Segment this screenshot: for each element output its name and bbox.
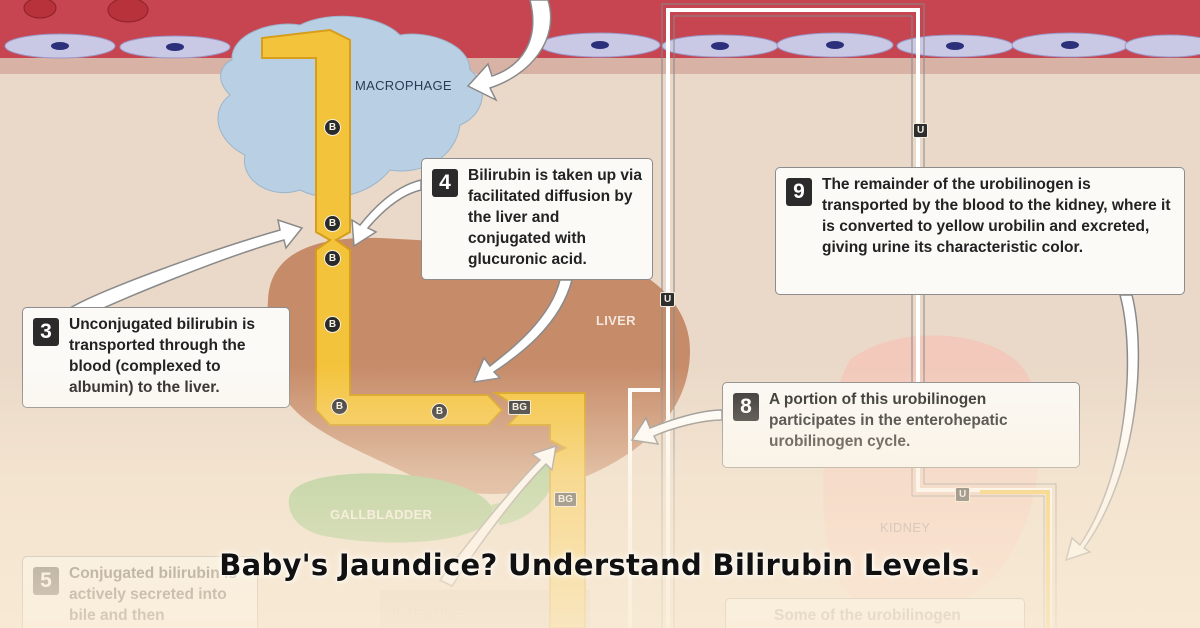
step-number: 9 — [786, 178, 812, 206]
urobilinogen-marker: U — [955, 487, 971, 502]
step-text: The remainder of the urobilinogen is tra… — [822, 176, 1171, 256]
red-blood-cell — [107, 0, 149, 23]
step-text: Unconjugated bilirubin is transported th… — [69, 316, 255, 396]
headline: Baby's Jaundice? Understand Bilirubin Le… — [219, 548, 981, 582]
bilirubin-marker: B — [324, 250, 341, 267]
step-text: Bilirubin is taken up via facilitated di… — [468, 167, 642, 268]
bilirubin-glucuronide-marker: BG — [508, 400, 531, 415]
liver-label: LIVER — [596, 313, 636, 328]
gallbladder-label: GALLBLADDER — [330, 507, 433, 522]
bilirubin-marker: B — [324, 316, 341, 333]
endothelial-cell — [1124, 34, 1200, 58]
urobilinogen-marker: U — [913, 123, 929, 138]
step-number: 4 — [432, 169, 458, 197]
callout-step-4: 4 Bilirubin is taken up via facilitated … — [421, 158, 653, 280]
intestine-label: INTESTINE — [392, 606, 463, 621]
bilirubin-marker: B — [431, 403, 448, 420]
callout-step-9: 9 The remainder of the urobilinogen is t… — [775, 167, 1185, 295]
callout-step-3: 3 Unconjugated bilirubin is transported … — [22, 307, 290, 408]
callout-step-8: 8 A portion of this urobilinogen partici… — [722, 382, 1080, 468]
step-number: 3 — [33, 318, 59, 346]
urobilinogen-marker: U — [660, 292, 676, 307]
bilirubin-marker: B — [324, 215, 341, 232]
bilirubin-marker: B — [331, 398, 348, 415]
bilirubin-glucuronide-marker: BG — [554, 492, 577, 507]
step-text: A portion of this urobilinogen participa… — [769, 391, 1008, 450]
step-text: Some of the urobilinogen — [774, 607, 961, 624]
callout-bottom: Some of the urobilinogen — [725, 598, 1025, 628]
vessel-wall — [0, 58, 1200, 74]
kidney-label: KIDNEY — [880, 520, 931, 535]
bilirubin-marker: B — [324, 119, 341, 136]
macrophage-label: MACROPHAGE — [355, 78, 452, 93]
red-blood-cell — [23, 0, 57, 19]
step-number: 8 — [733, 393, 759, 421]
